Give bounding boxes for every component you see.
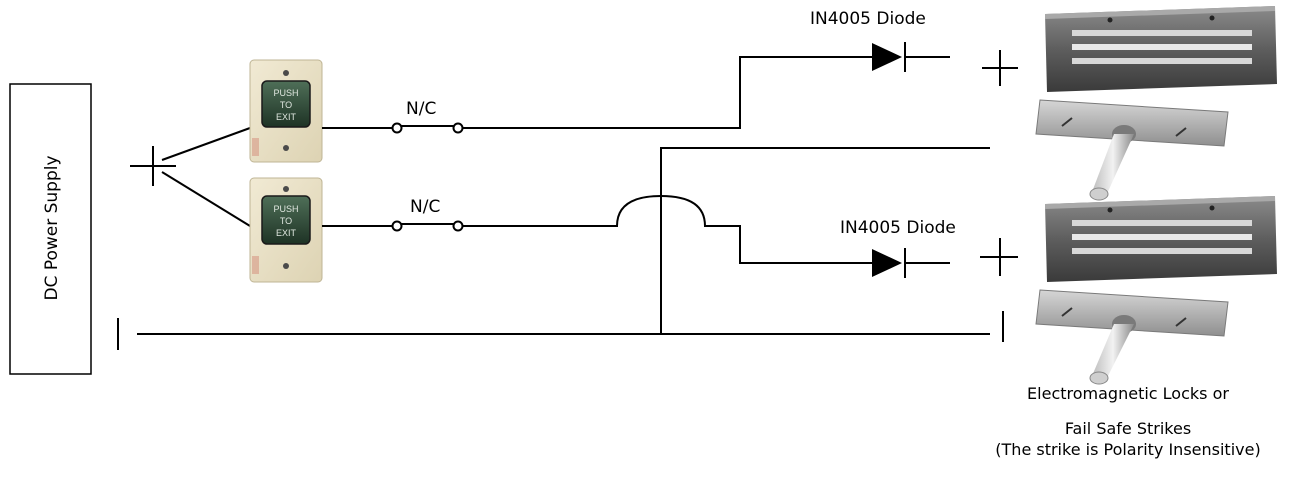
button-text-push: PUSH bbox=[273, 88, 298, 98]
push-to-exit-switch-2: PUSH TO EXIT bbox=[249, 177, 323, 283]
power-supply-box bbox=[9, 83, 92, 375]
nc-label-2: N/C bbox=[410, 197, 440, 217]
wire-negative-riser bbox=[660, 147, 990, 334]
dc-power-supply: DC Power Supply bbox=[9, 83, 92, 375]
caption-line-1: Electromagnetic Locks or bbox=[1027, 384, 1229, 403]
lock2-plus-symbol bbox=[980, 238, 1018, 276]
push-to-exit-switch-1: PUSH TO EXIT bbox=[249, 59, 323, 163]
button-text-to: TO bbox=[280, 216, 292, 226]
exit-button-1 bbox=[261, 80, 311, 128]
electromagnetic-lock-1 bbox=[1035, 6, 1277, 201]
diode-label-2: IN4005 Diode bbox=[840, 218, 956, 238]
button-text-exit: EXIT bbox=[276, 228, 297, 238]
button-text-to: TO bbox=[280, 100, 292, 110]
lock-caption: Electromagnetic Locks or Fail Safe Strik… bbox=[983, 384, 1273, 459]
exit-button-2 bbox=[261, 195, 311, 245]
button-text-exit: EXIT bbox=[276, 112, 297, 122]
power-supply-label: DC Power Supply bbox=[42, 155, 62, 300]
diode-2 bbox=[872, 248, 906, 278]
supply-plus-symbol bbox=[130, 146, 176, 186]
electromagnetic-lock-2 bbox=[1035, 196, 1277, 385]
lock1-plus-symbol bbox=[982, 50, 1018, 86]
caption-line-2: Fail Safe Strikes bbox=[1064, 419, 1192, 438]
wire-bottom-with-crossover bbox=[463, 194, 872, 264]
nc-label-1: N/C bbox=[406, 99, 436, 119]
nc-contact-2a bbox=[391, 220, 403, 232]
wire-plus-to-switch-1 bbox=[161, 127, 251, 161]
diode-label-1: IN4005 Diode bbox=[810, 9, 926, 29]
nc-contact-1b bbox=[452, 122, 464, 134]
wire-plus-to-switch-2 bbox=[161, 171, 251, 227]
nc-contact-2b bbox=[452, 220, 464, 232]
caption-line-3: (The strike is Polarity Insensitive) bbox=[995, 440, 1261, 459]
button-text-push: PUSH bbox=[273, 204, 298, 214]
nc-contact-1a bbox=[391, 122, 403, 134]
diode-1 bbox=[872, 42, 906, 72]
wire-top-to-diode bbox=[463, 56, 872, 129]
